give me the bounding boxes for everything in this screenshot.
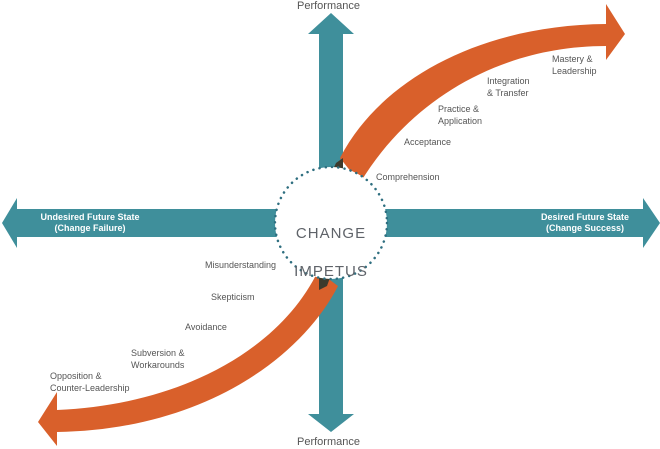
stage-opposition-counter-leadership: Opposition & Counter-Leadership bbox=[50, 371, 130, 393]
success-curve-arrow bbox=[340, 4, 625, 183]
failure-curve-arrow bbox=[38, 271, 338, 446]
bottom-axis-label: Performance bbox=[297, 436, 360, 448]
stage-mastery-leadership: Mastery & Leadership bbox=[552, 54, 597, 76]
stage-skepticism: Skepticism bbox=[211, 292, 255, 302]
left-axis-label: Undesired Future State (Change Failure) bbox=[40, 212, 140, 233]
stage-integration-transfer: Integration & Transfer bbox=[487, 76, 530, 98]
stage-subversion-workarounds: Subversion & Workarounds bbox=[131, 348, 185, 370]
center-label-line1: CHANGE bbox=[295, 225, 367, 242]
stage-misunderstanding: Misunderstanding bbox=[205, 260, 277, 270]
center-circle bbox=[273, 165, 389, 281]
top-axis-label: Performance bbox=[297, 0, 360, 12]
stage-acceptance: Acceptance bbox=[404, 137, 452, 147]
center-label: CHANGE IMPETUS bbox=[281, 205, 381, 300]
stage-comprehension: Comprehension bbox=[376, 172, 440, 182]
stage-avoidance: Avoidance bbox=[185, 322, 227, 332]
stage-practice-application: Practice & Application bbox=[438, 104, 483, 126]
right-axis-label: Desired Future State (Change Success) bbox=[540, 212, 630, 233]
center-label-line2: IMPETUS bbox=[294, 263, 368, 280]
